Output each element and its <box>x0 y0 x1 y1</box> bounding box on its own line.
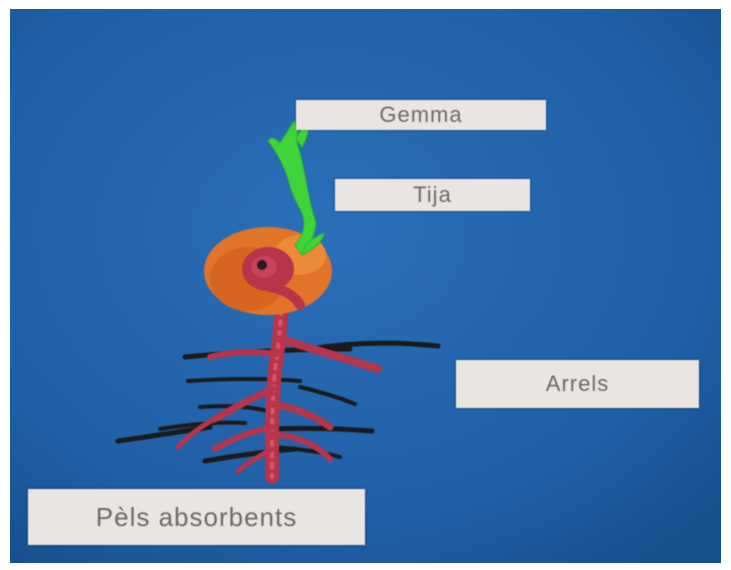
label-gemma: Gemma <box>296 100 546 130</box>
label-arrels: Arrels <box>456 360 699 408</box>
label-pels-absorbents: Pèls absorbents <box>28 489 365 545</box>
roots <box>178 299 378 477</box>
plasticine-seedling <box>10 9 721 563</box>
label-tija: Tija <box>335 179 530 211</box>
photo-frame: Gemma Tija Arrels Pèls absorbents <box>10 9 721 563</box>
